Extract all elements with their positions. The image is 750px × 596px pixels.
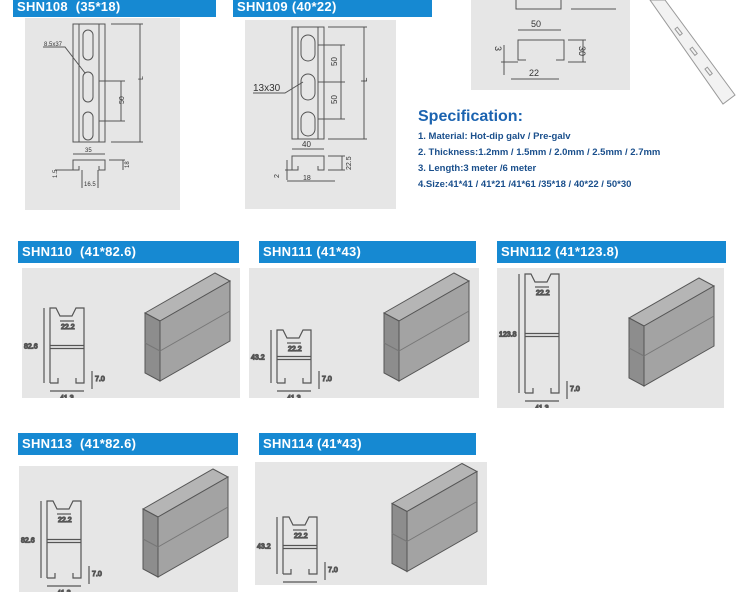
lip-label: 7.0 xyxy=(570,386,580,393)
lip-label: 7.0 xyxy=(322,376,332,383)
double-channel-3d-image xyxy=(143,272,232,382)
profile-outline xyxy=(49,307,85,384)
bottom-width-label: 41.3 xyxy=(57,590,71,592)
lip-label: 7.0 xyxy=(92,571,102,578)
partial-drawing: 50 30 3 22 xyxy=(471,0,630,90)
product-header: SHN113 (41*82.6) xyxy=(18,433,238,455)
pitch-label: 50 xyxy=(330,57,339,66)
bottom-width-label: 41.3 xyxy=(287,395,301,398)
product-header: SHN111 (41*43) xyxy=(259,241,476,263)
width-label: 35 xyxy=(85,148,92,154)
profile-outline xyxy=(524,273,560,394)
height-label: 18 xyxy=(125,161,131,168)
profile-outline xyxy=(276,329,312,384)
thickness-label: 2 xyxy=(274,174,281,178)
height-label: 43.2 xyxy=(257,544,271,551)
height-label: 30 xyxy=(577,46,587,56)
slot-label: 13x30 xyxy=(253,83,281,94)
opening-label: 22 xyxy=(529,68,539,78)
product-drawing: 43.222.241.37.0 xyxy=(255,462,487,585)
lip-label: 7.0 xyxy=(95,376,105,383)
product-drawing: 82.6 22.2 41.3 7.0 xyxy=(19,466,238,592)
width-label: 50 xyxy=(531,19,541,29)
product-drawing: 82.6 22.2 41.3 7.0 xyxy=(22,268,240,398)
shn109-drawing: 13x30 50 50 L 40 22.5 2 18 xyxy=(245,20,396,209)
product-header: SHN114 (41*43) xyxy=(259,433,476,455)
top-opening-label: 22.2 xyxy=(288,346,302,353)
product-header: SHN112 (41*123.8) xyxy=(497,241,726,263)
shn108-header: SHN108 (35*18) xyxy=(13,0,216,17)
bottom-width-label: 41.3 xyxy=(60,395,74,398)
bottom-width-label: 41.3 xyxy=(535,405,549,408)
slot-label: 8.5x37 xyxy=(44,42,63,48)
width-label: 40 xyxy=(302,140,311,149)
spec-line-length: 3. Length:3 meter /6 meter xyxy=(418,163,537,174)
height-label: 82.6 xyxy=(21,538,35,545)
length-label: L xyxy=(138,76,145,80)
pitch-label-2: 50 xyxy=(330,95,339,104)
specification: Specification: 1. Material: Hot-dip galv… xyxy=(418,108,660,195)
product-header: SHN110 (41*82.6) xyxy=(18,241,239,263)
double-channel-3d-image xyxy=(390,462,479,573)
top-opening-label: 22.2 xyxy=(294,533,308,540)
spec-line-material: 1. Material: Hot-dip galv / Pre-galv xyxy=(418,131,571,142)
double-channel-3d-image xyxy=(627,277,716,387)
pitch-label: 50 xyxy=(119,96,126,104)
double-channel-3d-image xyxy=(382,272,471,382)
slotted-channel-image xyxy=(649,0,736,105)
spec-line-size: 4.Size:41*41 / 41*21 /41*61 /35*18 / 40*… xyxy=(418,179,632,190)
shn108-drawing: 8.5x37 50 L 35 18 1.5 16.5 xyxy=(25,18,180,210)
profile-outline xyxy=(46,500,82,579)
top-opening-label: 22.2 xyxy=(58,517,72,524)
thickness-label: 3 xyxy=(493,46,503,51)
top-opening-label: 22.2 xyxy=(536,290,550,297)
height-label: 123.8 xyxy=(499,332,517,339)
opening-label: 18 xyxy=(303,175,311,182)
top-opening-label: 22.2 xyxy=(61,324,75,331)
double-channel-3d-image xyxy=(141,468,230,578)
spec-line-thickness: 2. Thickness:1.2mm / 1.5mm / 2.0mm / 2.5… xyxy=(418,147,661,158)
opening-label: 16.5 xyxy=(84,182,96,188)
lip-label: 7.0 xyxy=(328,567,338,574)
height-label: 82.6 xyxy=(24,344,38,351)
product-drawing: 43.2 22.2 41.3 7.0 xyxy=(249,268,479,398)
thickness-label: 1.5 xyxy=(53,169,59,178)
height-label: 22.5 xyxy=(346,156,353,170)
spec-title: Specification: xyxy=(418,108,523,125)
shn109-header: SHN109 (40*22) xyxy=(233,0,432,17)
product-drawing: 123.8 22.2 41.3 7.0 xyxy=(497,268,724,408)
length-label: L xyxy=(360,77,369,82)
profile-outline xyxy=(282,516,318,575)
height-label: 43.2 xyxy=(251,355,265,362)
